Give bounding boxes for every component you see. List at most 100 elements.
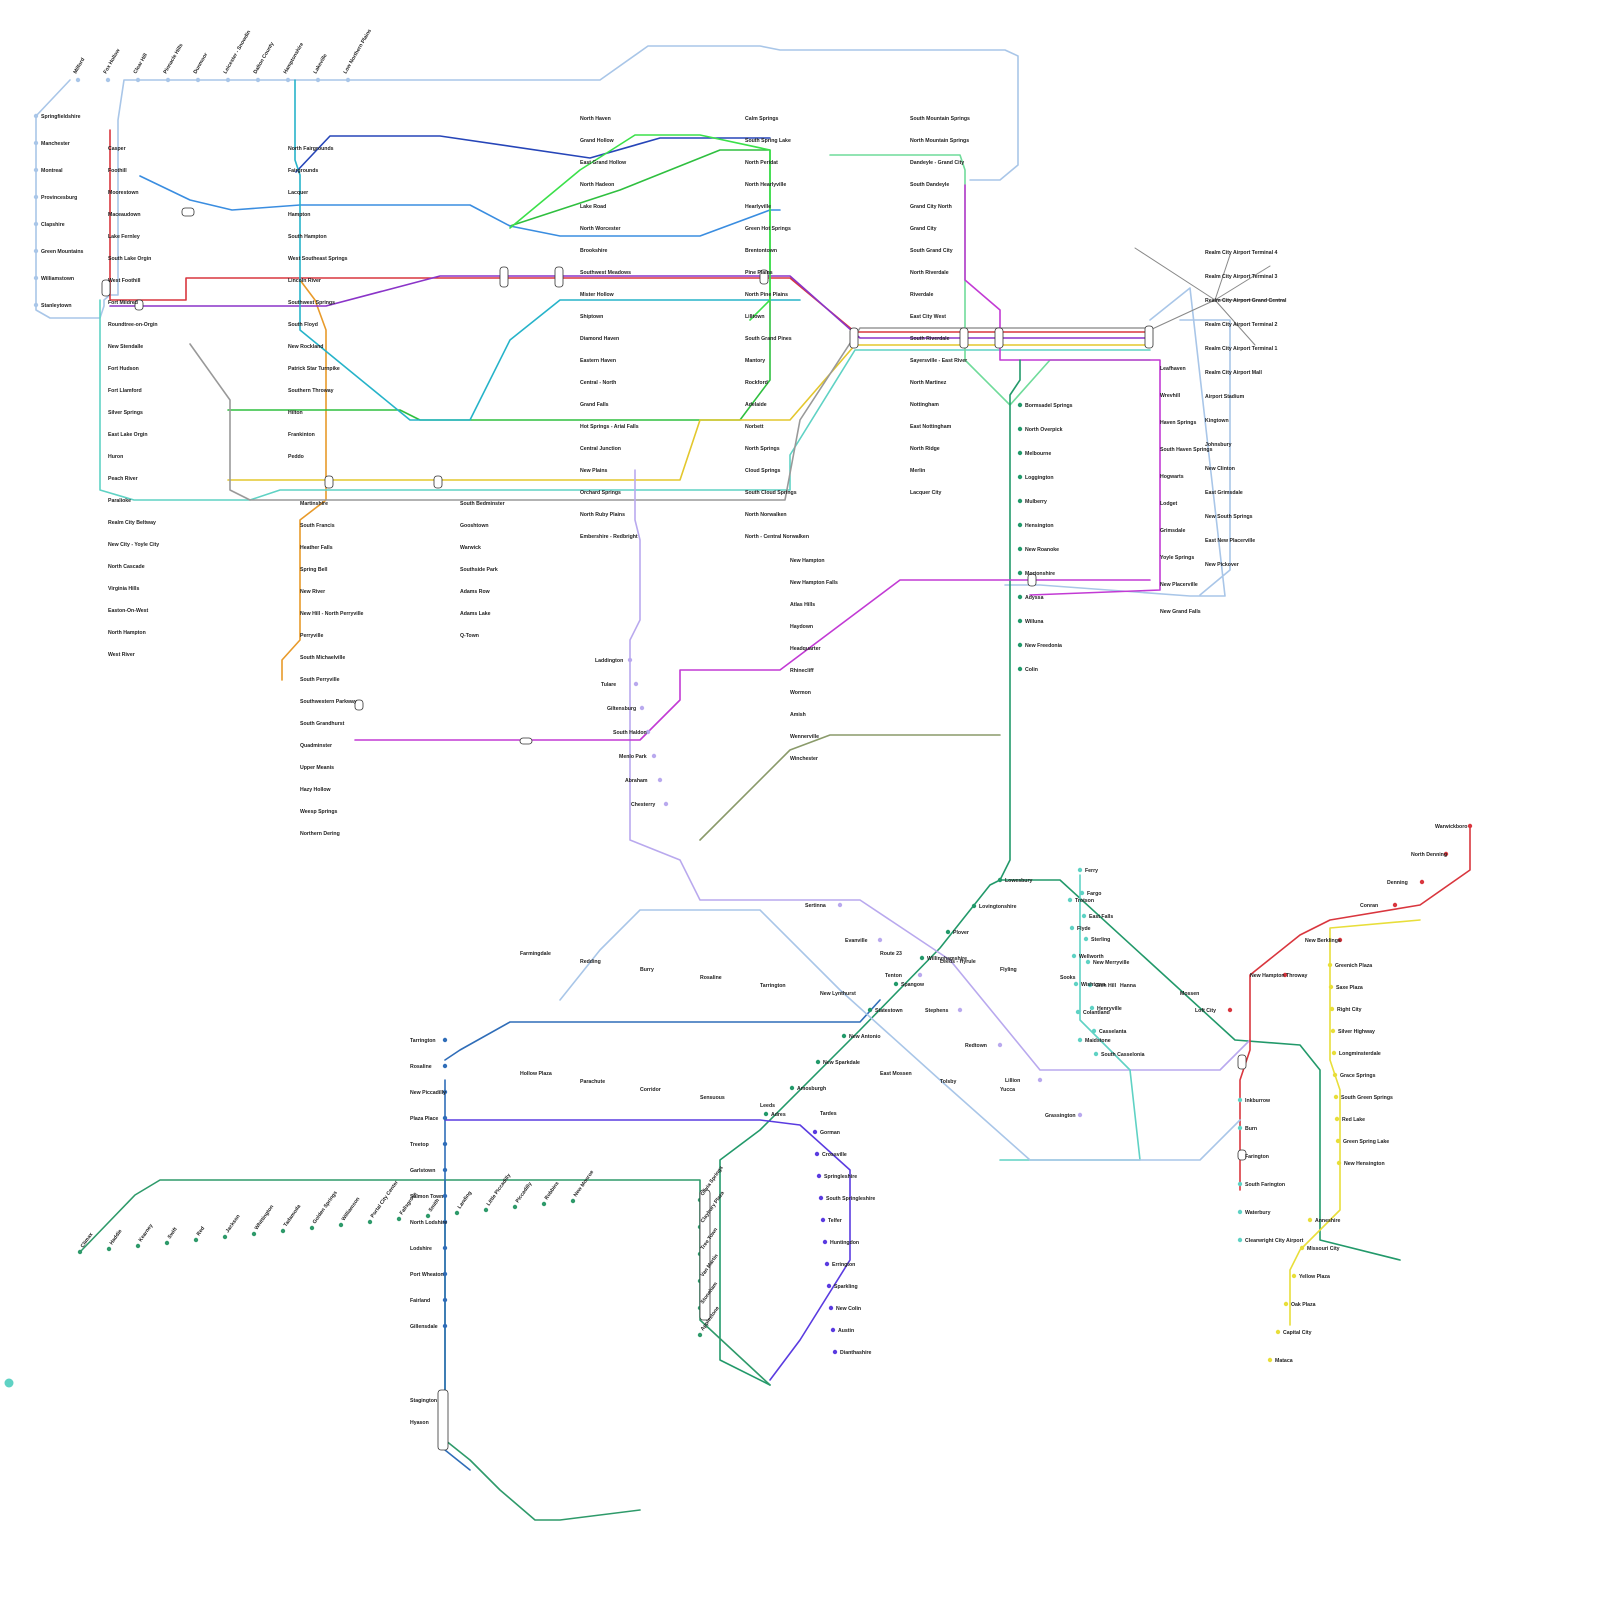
station-dot[interactable]: [1078, 868, 1082, 872]
station-dot[interactable]: [1018, 427, 1022, 431]
station-dot[interactable]: [972, 904, 976, 908]
station-dot[interactable]: [998, 1043, 1002, 1047]
station-dot[interactable]: [1238, 1210, 1242, 1214]
station-dot[interactable]: [634, 682, 638, 686]
interchange-marker[interactable]: [555, 267, 563, 287]
station-dot[interactable]: [1094, 1052, 1098, 1056]
station-dot[interactable]: [1084, 937, 1088, 941]
station-dot[interactable]: [868, 1008, 872, 1012]
station-dot[interactable]: [1334, 1095, 1338, 1099]
station-dot[interactable]: [817, 1174, 821, 1178]
station-dot[interactable]: [1082, 914, 1086, 918]
station-dot[interactable]: [455, 1211, 459, 1215]
station-dot[interactable]: [1018, 403, 1022, 407]
station-dot[interactable]: [790, 1086, 794, 1090]
interchange-marker[interactable]: [182, 208, 194, 216]
station-dot[interactable]: [281, 1229, 285, 1233]
station-dot[interactable]: [946, 930, 950, 934]
station-dot[interactable]: [1332, 1051, 1336, 1055]
station-dot[interactable]: [1038, 1078, 1042, 1082]
station-dot[interactable]: [252, 1232, 256, 1236]
station-dot[interactable]: [1284, 1302, 1288, 1306]
station-dot[interactable]: [571, 1199, 575, 1203]
station-dot[interactable]: [34, 168, 38, 172]
station-dot[interactable]: [1329, 985, 1333, 989]
station-dot[interactable]: [1276, 1330, 1280, 1334]
station-dot[interactable]: [821, 1218, 825, 1222]
station-dot[interactable]: [1018, 523, 1022, 527]
station-dot[interactable]: [443, 1064, 447, 1068]
station-dot[interactable]: [1076, 1010, 1080, 1014]
station-dot[interactable]: [1331, 1029, 1335, 1033]
station-dot[interactable]: [1238, 1126, 1242, 1130]
station-dot[interactable]: [136, 78, 140, 82]
station-dot[interactable]: [34, 303, 38, 307]
station-dot[interactable]: [640, 706, 644, 710]
station-dot[interactable]: [106, 78, 110, 82]
station-dot[interactable]: [819, 1196, 823, 1200]
station-dot[interactable]: [34, 141, 38, 145]
station-dot[interactable]: [764, 1112, 768, 1116]
station-dot[interactable]: [664, 802, 668, 806]
station-dot[interactable]: [829, 1306, 833, 1310]
station-dot[interactable]: [1078, 1038, 1082, 1042]
station-dot[interactable]: [34, 276, 38, 280]
station-dot[interactable]: [339, 1223, 343, 1227]
station-dot[interactable]: [1238, 1182, 1242, 1186]
interchange-marker[interactable]: [995, 328, 1003, 348]
interchange-marker[interactable]: [1145, 326, 1153, 348]
station-dot[interactable]: [1292, 1274, 1296, 1278]
interchange-marker[interactable]: [434, 476, 442, 488]
station-dot[interactable]: [1328, 963, 1332, 967]
station-dot[interactable]: [1238, 1238, 1242, 1242]
station-dot[interactable]: [443, 1038, 447, 1042]
station-dot[interactable]: [838, 903, 842, 907]
station-dot[interactable]: [842, 1034, 846, 1038]
station-dot[interactable]: [628, 658, 632, 662]
interchange-marker[interactable]: [325, 476, 333, 488]
interchange-marker[interactable]: [438, 1390, 448, 1450]
station-dot[interactable]: [1078, 1113, 1082, 1117]
station-dot[interactable]: [1336, 1139, 1340, 1143]
station-dot[interactable]: [998, 878, 1002, 882]
station-dot[interactable]: [816, 1060, 820, 1064]
station-dot[interactable]: [918, 973, 922, 977]
station-dot[interactable]: [484, 1208, 488, 1212]
station-dot[interactable]: [1268, 1358, 1272, 1362]
station-dot[interactable]: [443, 1168, 447, 1172]
station-dot[interactable]: [1018, 643, 1022, 647]
station-dot[interactable]: [1072, 954, 1076, 958]
station-dot[interactable]: [1018, 451, 1022, 455]
interchange-marker[interactable]: [500, 267, 508, 287]
station-dot[interactable]: [920, 956, 924, 960]
station-dot[interactable]: [34, 195, 38, 199]
station-dot[interactable]: [34, 249, 38, 253]
station-dot[interactable]: [286, 78, 290, 82]
station-dot[interactable]: [443, 1298, 447, 1302]
station-dot[interactable]: [1080, 891, 1084, 895]
station-dot[interactable]: [698, 1333, 702, 1337]
station-dot[interactable]: [1420, 880, 1424, 884]
station-dot[interactable]: [226, 78, 230, 82]
station-dot[interactable]: [1308, 1218, 1312, 1222]
station-dot[interactable]: [827, 1284, 831, 1288]
station-dot[interactable]: [1330, 1007, 1334, 1011]
station-dot[interactable]: [443, 1324, 447, 1328]
station-dot[interactable]: [1074, 982, 1078, 986]
station-dot[interactable]: [1468, 824, 1472, 828]
interchange-marker[interactable]: [960, 328, 968, 348]
station-dot[interactable]: [256, 78, 260, 82]
station-dot[interactable]: [194, 1238, 198, 1242]
interchange-marker[interactable]: [1238, 1055, 1246, 1069]
station-dot[interactable]: [513, 1205, 517, 1209]
station-dot[interactable]: [1018, 571, 1022, 575]
station-dot[interactable]: [815, 1152, 819, 1156]
station-dot[interactable]: [1018, 475, 1022, 479]
station-dot[interactable]: [1335, 1117, 1339, 1121]
station-dot[interactable]: [76, 78, 80, 82]
station-dot[interactable]: [1393, 903, 1397, 907]
interchange-marker[interactable]: [850, 328, 858, 348]
station-dot[interactable]: [1018, 619, 1022, 623]
station-dot[interactable]: [443, 1194, 447, 1198]
